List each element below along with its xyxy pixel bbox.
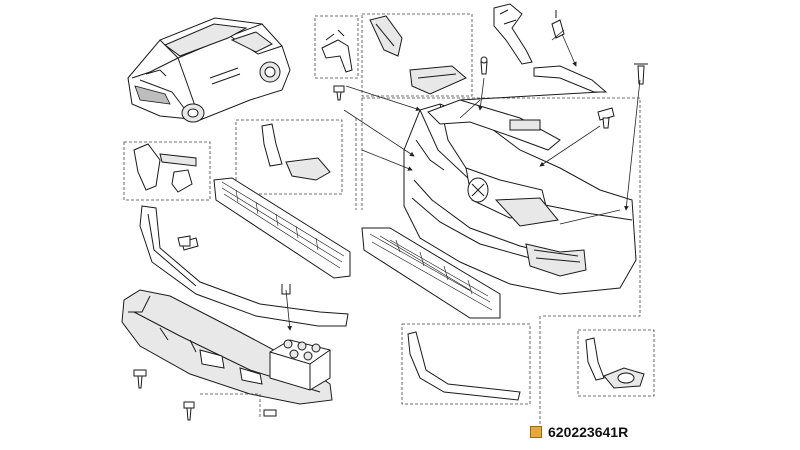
part-marker-icon	[530, 426, 542, 438]
corner-trim-group	[235, 119, 343, 195]
fastener-kit-box	[269, 339, 331, 391]
bumper-trim-strip-group	[401, 323, 531, 405]
fog-lamp-cover-group	[361, 13, 473, 97]
fog-lamp-surround-group	[577, 329, 655, 397]
screw-part	[597, 107, 615, 129]
front-bumper	[403, 103, 637, 295]
lower-grille-center	[361, 227, 501, 319]
car-overview	[127, 17, 291, 123]
side-bracket-group	[493, 3, 648, 93]
part-number-text: 620223641R	[548, 424, 629, 440]
clip-part	[480, 56, 488, 75]
left-bracket-group	[123, 141, 211, 201]
part-reference-label[interactable]: 620223641R	[530, 424, 628, 440]
lower-grille-left	[213, 177, 351, 279]
bumper-frame	[362, 97, 641, 317]
bolt-part	[333, 85, 345, 101]
bracket-kit-group	[314, 15, 359, 79]
undertray-bolts	[133, 235, 277, 421]
leader-lines	[281, 77, 641, 424]
